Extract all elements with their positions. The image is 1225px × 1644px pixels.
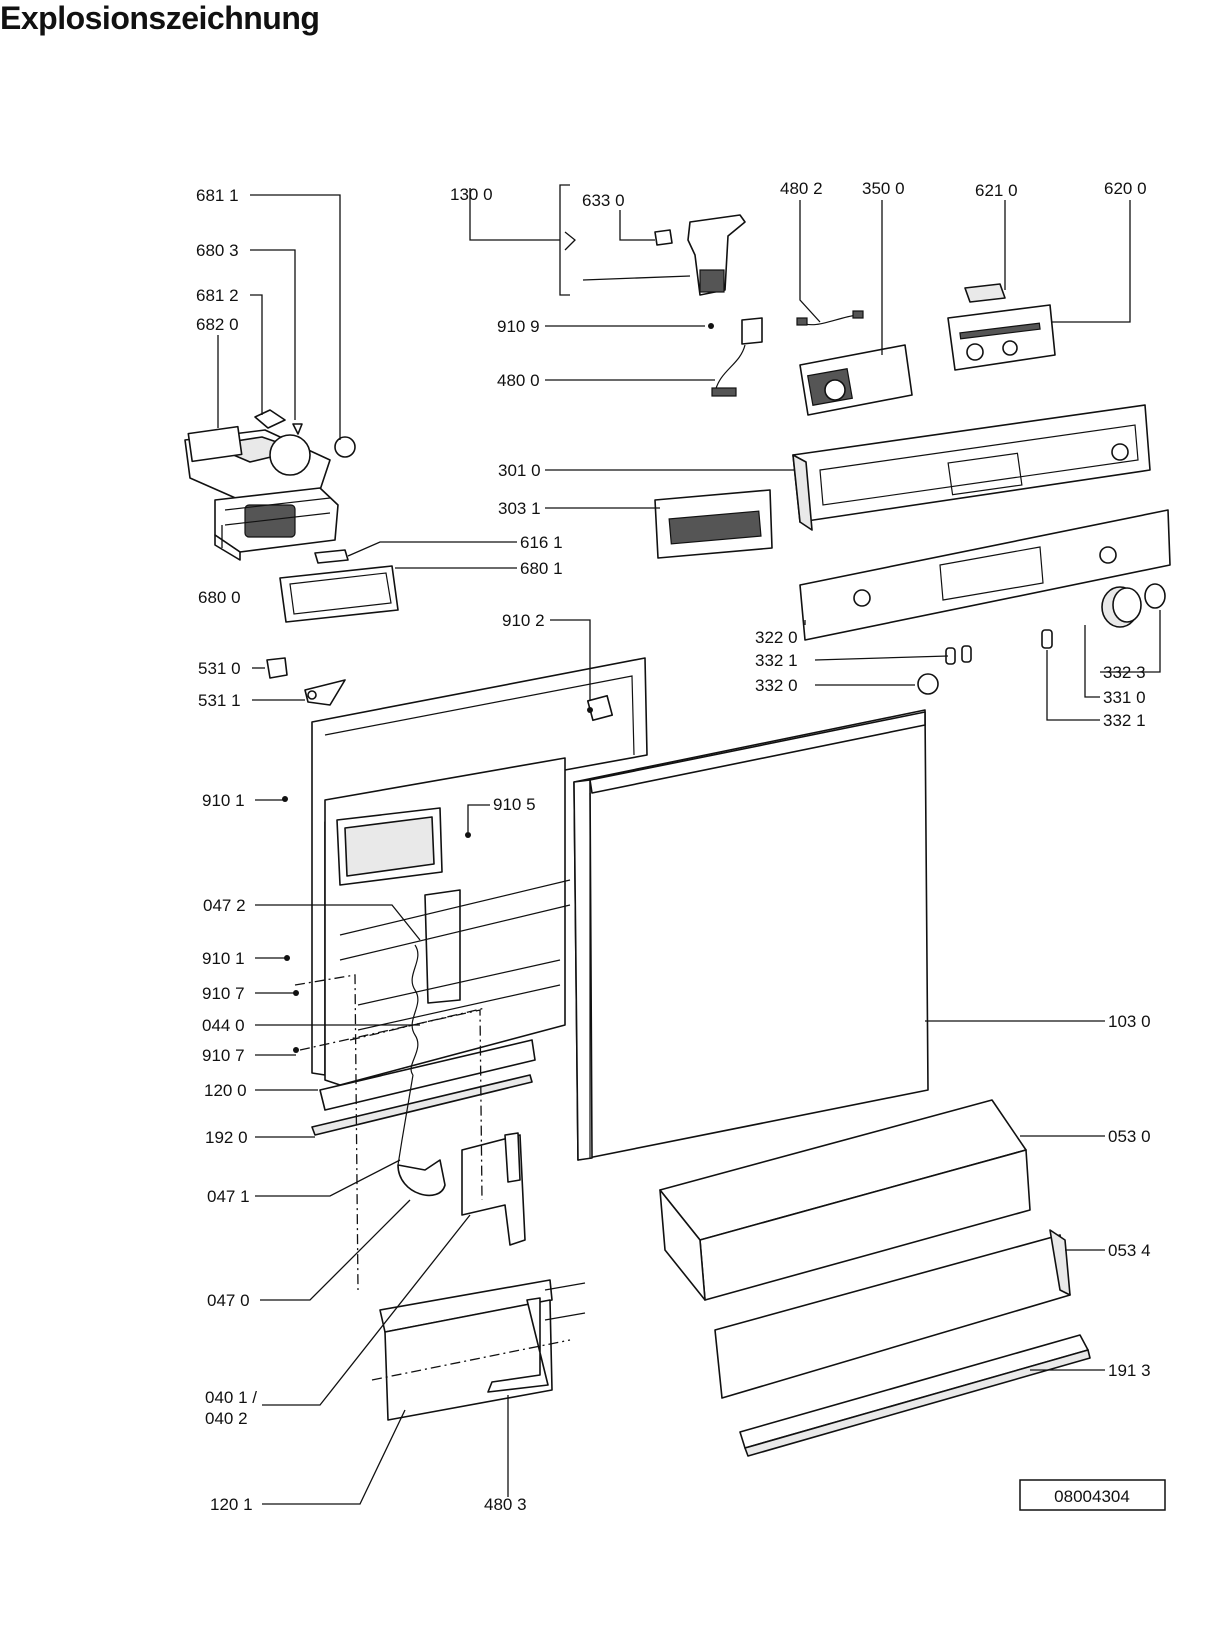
reference-number-box: 08004304 xyxy=(1019,1479,1166,1511)
label-910-1-b: 910 1 xyxy=(202,949,245,968)
label-047-1: 047 1 xyxy=(207,1187,250,1206)
label-480-0: 480 0 xyxy=(497,371,540,390)
label-331-0: 331 0 xyxy=(1103,688,1146,707)
label-633-0: 633 0 xyxy=(582,191,625,210)
kick-plate-assembly xyxy=(659,1099,1091,1457)
label-682-0: 682 0 xyxy=(196,315,239,334)
label-480-2: 480 2 xyxy=(780,179,823,198)
label-044-0: 044 0 xyxy=(202,1016,245,1035)
label-130-0: 130 0 xyxy=(450,185,493,204)
dispenser-assembly xyxy=(184,409,399,623)
hinge-parts xyxy=(266,657,346,706)
page-title: Explosionszeichnung xyxy=(0,0,320,36)
label-332-0: 332 0 xyxy=(755,676,798,695)
label-531-0: 531 0 xyxy=(198,659,241,678)
label-040-1: 040 1 / xyxy=(205,1388,257,1407)
inner-door-frame xyxy=(311,657,648,1136)
label-120-1: 120 1 xyxy=(210,1495,253,1514)
label-322-0: 322 0 xyxy=(755,628,798,647)
leader-lines xyxy=(217,184,1161,1505)
label-332-1-b: 332 1 xyxy=(1103,711,1146,730)
label-621-0: 621 0 xyxy=(975,181,1018,200)
label-047-0: 047 0 xyxy=(207,1291,250,1310)
label-910-7-b: 910 7 xyxy=(202,1046,245,1065)
control-panel-assembly xyxy=(654,404,1171,641)
control-bracket-assembly xyxy=(654,214,763,397)
label-350-0: 350 0 xyxy=(862,179,905,198)
assembly-lines xyxy=(294,974,571,1381)
label-910-1-a: 910 1 xyxy=(202,791,245,810)
label-680-1: 680 1 xyxy=(520,559,563,578)
label-680-0: 680 0 xyxy=(198,588,241,607)
part-labels: 681 1 680 3 681 2 682 0 680 0 616 1 680 … xyxy=(196,179,1151,1514)
label-680-3: 680 3 xyxy=(196,241,239,260)
label-103-0: 103 0 xyxy=(1108,1012,1151,1031)
label-053-0: 053 0 xyxy=(1108,1127,1151,1146)
label-303-1: 303 1 xyxy=(498,499,541,518)
label-047-2: 047 2 xyxy=(203,896,246,915)
label-910-7-a: 910 7 xyxy=(202,984,245,1003)
label-910-5: 910 5 xyxy=(493,795,536,814)
outer-door-panel xyxy=(573,709,929,1161)
label-910-2: 910 2 xyxy=(502,611,545,630)
reference-number: 08004304 xyxy=(1054,1487,1130,1506)
label-681-1: 681 1 xyxy=(196,186,239,205)
electronics-modules xyxy=(796,283,1056,416)
label-120-0: 120 0 xyxy=(204,1081,247,1100)
label-191-3: 191 3 xyxy=(1108,1361,1151,1380)
label-480-3: 480 3 xyxy=(484,1495,527,1514)
label-620-0: 620 0 xyxy=(1104,179,1147,198)
label-192-0: 192 0 xyxy=(205,1128,248,1147)
label-681-2: 681 2 xyxy=(196,286,239,305)
label-616-1: 616 1 xyxy=(520,533,563,552)
label-531-1: 531 1 xyxy=(198,691,241,710)
label-332-1-a: 332 1 xyxy=(755,651,798,670)
label-053-4: 053 4 xyxy=(1108,1241,1151,1260)
label-040-2: 040 2 xyxy=(205,1409,248,1428)
label-910-9: 910 9 xyxy=(497,317,540,336)
label-332-3: 332 3 xyxy=(1103,663,1146,682)
label-301-0: 301 0 xyxy=(498,461,541,480)
door-spring-assembly xyxy=(282,796,586,1421)
